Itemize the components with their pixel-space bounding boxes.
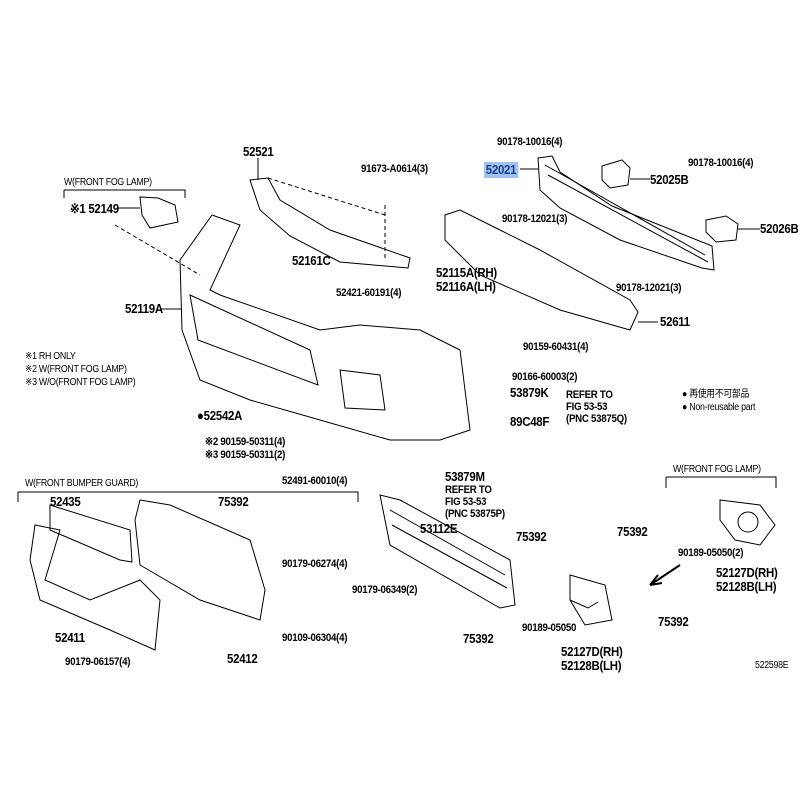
diagram-ref-code: 522598E	[755, 660, 789, 671]
label-53879M[interactable]: 53879M	[445, 469, 485, 484]
label-75392[interactable]: 75392	[463, 631, 494, 646]
fog-lamp-bracket-line	[665, 476, 777, 488]
label-52491-60010[interactable]: 52491-60010(4)	[282, 475, 348, 487]
bumper-guard-parts	[29, 499, 266, 651]
label-75392[interactable]: 75392	[617, 524, 648, 539]
label-90178-12021[interactable]: 90178-12021(3)	[502, 213, 568, 225]
label-90166-60003[interactable]: 90166-60003(2)	[512, 371, 578, 383]
label-75392[interactable]: 75392	[516, 529, 547, 544]
label-52026B[interactable]: 52026B	[760, 221, 799, 236]
group-front-fog-lamp: W(FRONT FOG LAMP)	[64, 177, 152, 188]
note-2: ※2 W(FRONT FOG LAMP)	[25, 364, 127, 375]
refer-text: REFER TO	[566, 389, 613, 401]
label-53879K[interactable]: 53879K	[510, 385, 549, 400]
label-53112E[interactable]: 53112E	[420, 521, 458, 536]
label-52611[interactable]: 52611	[660, 314, 690, 329]
direction-arrow	[649, 564, 681, 586]
label-52128B[interactable]: 52128B(LH)	[561, 658, 622, 673]
label-52161C[interactable]: 52161C	[292, 253, 331, 268]
label-90159-50311[interactable]: ※2 90159-50311(4)	[205, 436, 286, 448]
label-90178-12021[interactable]: 90178-12021(3)	[616, 282, 682, 294]
label-52149[interactable]: ※1 52149	[70, 201, 119, 216]
label-52542A[interactable]: ●52542A	[197, 408, 243, 423]
label-52412[interactable]: 52412	[227, 651, 258, 666]
label-90179-06157[interactable]: 90179-06157(4)	[65, 656, 131, 668]
note-1: ※1 RH ONLY	[25, 351, 76, 362]
label-52435[interactable]: 52435	[50, 494, 81, 509]
bumper-cover-52119A	[160, 214, 471, 441]
group-front-fog-lamp: W(FRONT FOG LAMP)	[673, 464, 761, 475]
refer-fig-link[interactable]: FIG 53-53	[566, 401, 608, 413]
legend-non-reusable: ● Non-reusable part	[682, 402, 756, 413]
label-75392[interactable]: 75392	[218, 494, 249, 509]
label-90109-06304[interactable]: 90109-06304(4)	[282, 632, 348, 644]
bumper-guard-bracket-line	[17, 491, 359, 502]
label-52025B[interactable]: 52025B	[650, 172, 689, 187]
label-52127D[interactable]: 52127D(RH)	[716, 565, 778, 580]
refer-pnc: (PNC 53875P)	[445, 508, 505, 520]
fog-bracket-52149	[63, 189, 201, 276]
label-90178-10016[interactable]: 90178-10016(4)	[497, 136, 563, 148]
label-52116A[interactable]: 52116A(LH)	[436, 279, 496, 294]
label-89C48F[interactable]: 89C48F	[510, 414, 550, 429]
bracket-52025B	[601, 159, 650, 189]
label-52115A[interactable]: 52115A(RH)	[436, 265, 497, 280]
label-52021-selected[interactable]: 52021	[484, 162, 519, 178]
label-52127D[interactable]: 52127D(RH)	[561, 644, 623, 659]
label-52128B[interactable]: 52128B(LH)	[716, 579, 777, 594]
fog-cover-52127D	[569, 574, 613, 626]
label-90189-05050[interactable]: 90189-05050	[522, 622, 577, 634]
refer-fig-link[interactable]: FIG 53-53	[445, 496, 487, 508]
legend-jp: ● 再使用不可部品	[682, 389, 749, 400]
refer-text: REFER TO	[445, 484, 492, 496]
label-90159-50311[interactable]: ※3 90159-50311(2)	[205, 449, 286, 461]
label-52421-60191[interactable]: 52421-60191(4)	[336, 287, 402, 299]
bumper-reinforcement-52021	[520, 155, 715, 271]
label-90179-06349[interactable]: 90179-06349(2)	[352, 584, 418, 596]
note-3: ※3 W/O(FRONT FOG LAMP)	[25, 377, 136, 388]
label-90189-05050[interactable]: 90189-05050(2)	[678, 547, 744, 559]
grille-53112E	[379, 494, 516, 609]
label-52411[interactable]: 52411	[55, 630, 85, 645]
label-90179-06274[interactable]: 90179-06274(4)	[282, 558, 348, 570]
label-90159-60431[interactable]: 90159-60431(4)	[523, 341, 589, 353]
bracket-52026B	[705, 215, 760, 243]
retainer-52521	[249, 158, 411, 269]
energy-absorber-52611	[444, 209, 658, 331]
label-90178-10016[interactable]: 90178-10016(4)	[688, 157, 754, 169]
label-75392[interactable]: 75392	[658, 614, 689, 629]
label-52119A[interactable]: 52119A	[125, 301, 163, 316]
refer-pnc: (PNC 53875Q)	[566, 413, 627, 425]
group-front-bumper-guard: W(FRONT BUMPER GUARD)	[25, 478, 139, 489]
label-91673-A0614[interactable]: 91673-A0614(3)	[361, 163, 428, 175]
label-52521[interactable]: 52521	[243, 144, 274, 159]
fog-cover-52127D-upper	[719, 499, 776, 546]
